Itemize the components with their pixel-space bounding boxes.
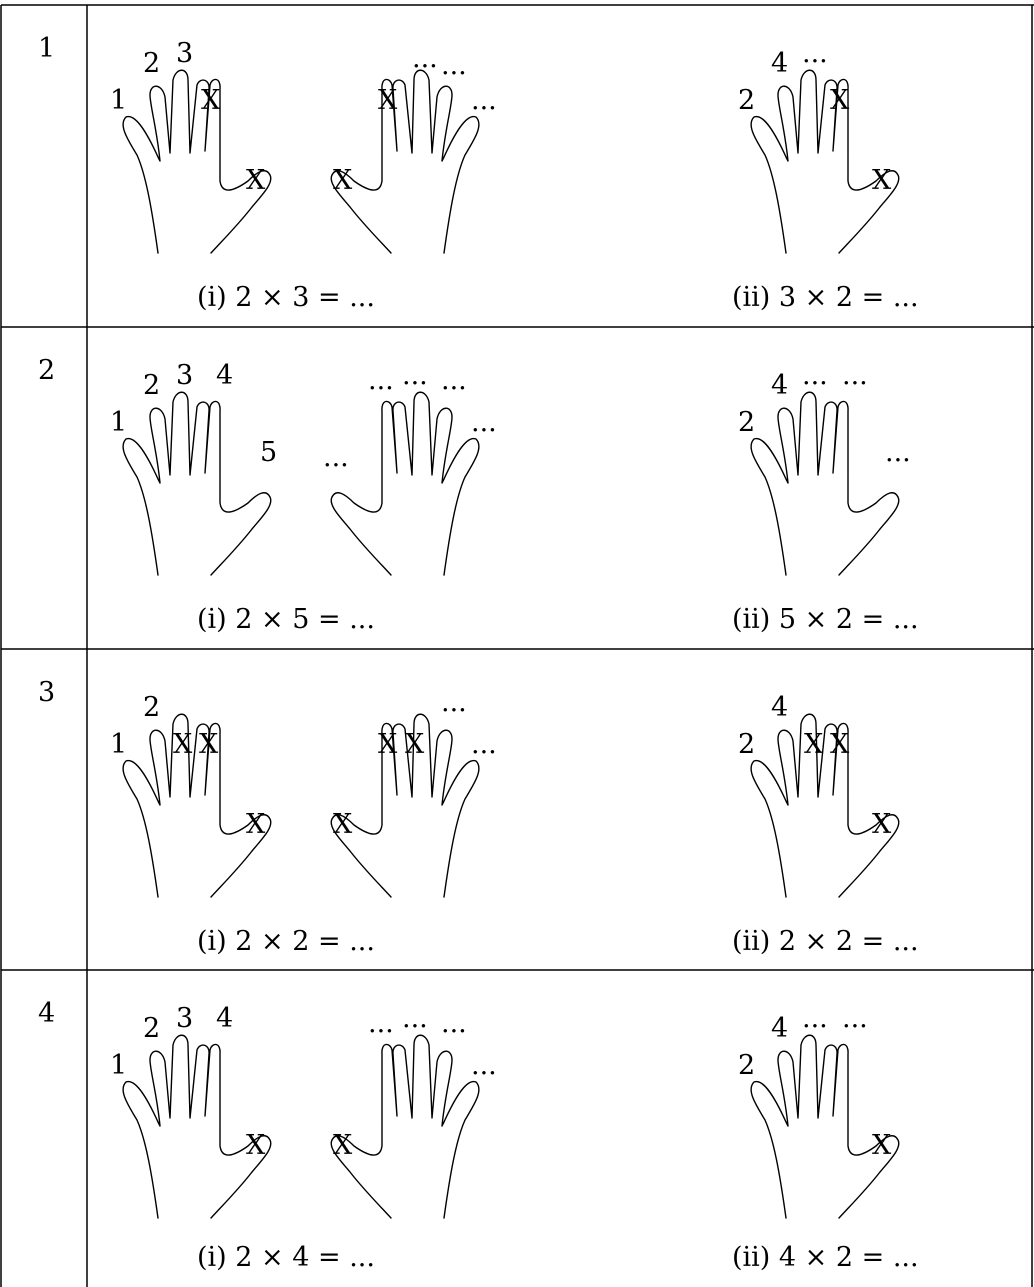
finger-cross-mark: X xyxy=(246,167,265,194)
finger-count-label: 4 xyxy=(771,372,788,399)
finger-cross-mark: X xyxy=(246,811,265,838)
finger-cross-mark: X xyxy=(872,1132,891,1159)
finger-count-label: 1 xyxy=(110,731,127,758)
hands-illustration xyxy=(0,5,1034,265)
finger-count-label: ... xyxy=(441,1010,467,1037)
finger-count-label: ... xyxy=(885,439,911,466)
third-hand-outline xyxy=(751,714,899,897)
finger-count-label: 4 xyxy=(216,362,233,389)
caption-i: (i) 2 × 3 = ... xyxy=(197,282,375,313)
finger-count-label: ... xyxy=(471,409,497,436)
finger-cross-mark: X xyxy=(246,1132,265,1159)
finger-cross-mark: X xyxy=(830,87,849,114)
finger-count-label: 2 xyxy=(738,409,755,436)
finger-cross-mark: X xyxy=(830,731,849,758)
finger-cross-mark: X xyxy=(333,811,352,838)
caption-i: (i) 2 × 2 = ... xyxy=(197,926,375,957)
finger-cross-mark: X xyxy=(872,811,891,838)
finger-count-label: 1 xyxy=(110,409,127,436)
left-hand-outline xyxy=(123,714,271,897)
finger-count-label: ... xyxy=(441,689,467,716)
finger-count-label: 2 xyxy=(143,50,160,77)
third-hand-outline xyxy=(751,1035,899,1218)
finger-count-label: 3 xyxy=(176,40,193,67)
finger-count-label: ... xyxy=(441,367,467,394)
finger-count-label: ... xyxy=(471,1052,497,1079)
hands-illustration xyxy=(0,649,1034,909)
finger-count-label: ... xyxy=(402,1005,428,1032)
third-hand-outline xyxy=(751,70,899,253)
finger-cross-mark: X xyxy=(333,167,352,194)
finger-count-label: ... xyxy=(368,1010,394,1037)
finger-count-label: 2 xyxy=(143,1015,160,1042)
left-hand-outline xyxy=(123,392,271,575)
finger-count-label: 2 xyxy=(143,694,160,721)
finger-count-label: 3 xyxy=(176,362,193,389)
finger-count-label: ... xyxy=(368,367,394,394)
finger-count-label: 4 xyxy=(771,50,788,77)
finger-count-label: ... xyxy=(802,40,828,67)
finger-count-label: 4 xyxy=(771,694,788,721)
right-hand-outline xyxy=(331,70,479,253)
caption-ii: (ii) 2 × 2 = ... xyxy=(732,926,919,957)
finger-count-label: ... xyxy=(802,1005,828,1032)
finger-count-label: 2 xyxy=(738,87,755,114)
finger-cross-mark: X xyxy=(405,731,424,758)
caption-ii: (ii) 4 × 2 = ... xyxy=(732,1242,919,1273)
finger-cross-mark: X xyxy=(333,1132,352,1159)
finger-count-label: ... xyxy=(802,362,828,389)
finger-count-label: 1 xyxy=(110,87,127,114)
finger-cross-mark: X xyxy=(173,731,192,758)
finger-count-label: ... xyxy=(441,52,467,79)
caption-ii: (ii) 3 × 2 = ... xyxy=(732,282,919,313)
finger-cross-mark: X xyxy=(872,167,891,194)
finger-count-label: 5 xyxy=(260,439,277,466)
hands-illustration xyxy=(0,970,1034,1230)
finger-count-label: 3 xyxy=(176,1005,193,1032)
caption-ii: (ii) 5 × 2 = ... xyxy=(732,604,919,635)
finger-count-label: ... xyxy=(842,362,868,389)
third-hand-outline xyxy=(751,392,899,575)
finger-cross-mark: X xyxy=(201,87,220,114)
finger-count-label: 2 xyxy=(738,1052,755,1079)
finger-count-label: ... xyxy=(842,1005,868,1032)
finger-count-label: ... xyxy=(471,731,497,758)
finger-cross-mark: X xyxy=(199,731,218,758)
finger-count-label: ... xyxy=(412,45,438,72)
finger-count-label: ... xyxy=(402,362,428,389)
hands-illustration xyxy=(0,327,1034,587)
left-hand-outline xyxy=(123,70,271,253)
finger-count-label: 2 xyxy=(738,731,755,758)
finger-count-label: ... xyxy=(471,87,497,114)
finger-cross-mark: X xyxy=(378,731,397,758)
left-hand-outline xyxy=(123,1035,271,1218)
finger-count-label: ... xyxy=(323,444,349,471)
finger-count-label: 2 xyxy=(143,372,160,399)
finger-count-label: 4 xyxy=(216,1005,233,1032)
caption-i: (i) 2 × 5 = ... xyxy=(197,604,375,635)
right-hand-outline xyxy=(331,392,479,575)
finger-cross-mark: X xyxy=(378,87,397,114)
finger-count-label: 4 xyxy=(771,1015,788,1042)
finger-cross-mark: X xyxy=(804,731,823,758)
finger-count-label: 1 xyxy=(110,1052,127,1079)
caption-i: (i) 2 × 4 = ... xyxy=(197,1242,375,1273)
right-hand-outline xyxy=(331,1035,479,1218)
